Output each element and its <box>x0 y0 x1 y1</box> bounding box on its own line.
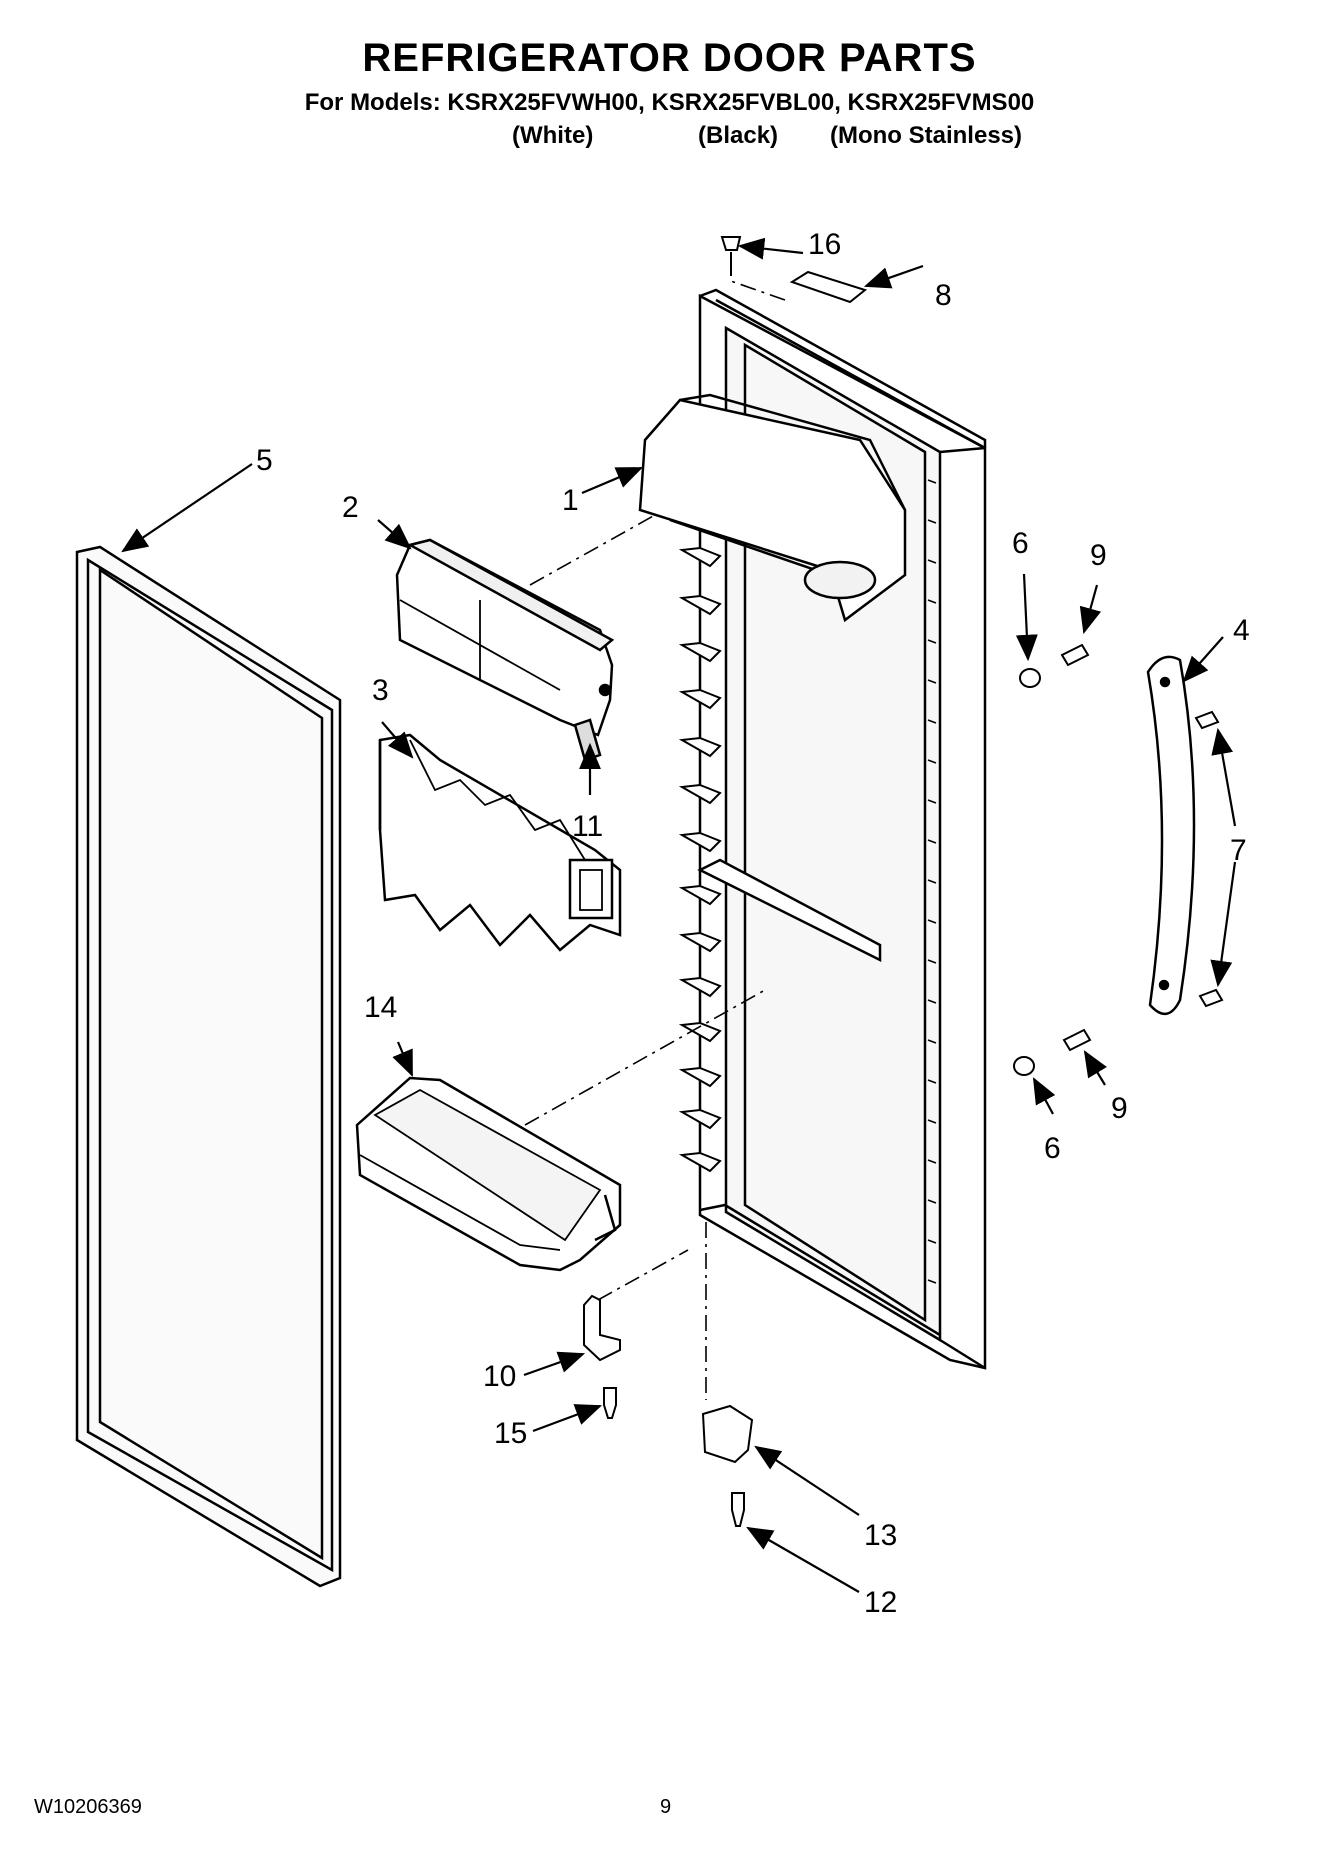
variant-black: (Black) <box>698 122 779 149</box>
hardware-parts <box>583 236 1224 1527</box>
callout-8: 8 <box>935 279 952 312</box>
callout-5: 5 <box>256 444 273 477</box>
callout-14: 14 <box>364 991 397 1024</box>
callout-1: 1 <box>562 484 579 517</box>
door-bin <box>355 1076 622 1272</box>
liner-rim-notches <box>927 479 937 1284</box>
trim-8 <box>789 270 868 304</box>
callout-9-bottom: 9 <box>1111 1092 1128 1125</box>
can-rack <box>378 733 622 952</box>
plug-16 <box>720 236 742 251</box>
callout-12: 12 <box>864 1586 897 1619</box>
liner-shelf-tabs <box>678 546 722 1173</box>
screw-9-bottom <box>1062 1028 1092 1052</box>
page-number: 9 <box>660 1796 672 1818</box>
callout-4: 4 <box>1233 614 1250 647</box>
callout-15: 15 <box>494 1417 527 1450</box>
screw-15 <box>603 1387 617 1419</box>
callout-2: 2 <box>342 491 359 524</box>
screw-9-top <box>1060 643 1090 667</box>
callout-6-top: 6 <box>1012 527 1029 560</box>
assembly-lines <box>524 279 786 1400</box>
callout-6-bottom: 6 <box>1044 1132 1061 1165</box>
variant-mono-stainless: (Mono Stainless) <box>830 122 1023 149</box>
dispenser-bin-cover <box>395 538 615 762</box>
callout-3: 3 <box>372 674 389 707</box>
door-gasket <box>75 545 342 1588</box>
spacer-6-top <box>1019 668 1041 688</box>
leader-arrows <box>121 237 1237 1593</box>
callout-11: 11 <box>572 810 603 843</box>
screw-7-top <box>1194 710 1220 730</box>
callout-13: 13 <box>864 1519 897 1552</box>
screw-7-bottom <box>1198 988 1224 1008</box>
document-number: W10206369 <box>34 1796 142 1818</box>
callout-labels: 5 2 3 11 1 4 6 9 7 6 9 16 8 10 15 13 12 … <box>256 228 1250 1619</box>
spacer-6-bottom <box>1013 1056 1035 1076</box>
hinge-13 <box>701 1404 754 1464</box>
screw-12 <box>731 1492 745 1527</box>
callout-10: 10 <box>483 1360 516 1393</box>
models-line: For Models: KSRX25FVWH00, KSRX25FVBL00, … <box>304 89 1035 116</box>
callout-16: 16 <box>808 228 841 261</box>
hinge-pin-10 <box>583 1294 621 1362</box>
variant-white: (White) <box>512 122 594 149</box>
callout-9-top: 9 <box>1090 539 1107 572</box>
door-handle <box>1146 655 1196 1015</box>
page-title: REFRIGERATOR DOOR PARTS <box>362 36 977 80</box>
door-liner <box>638 288 987 1370</box>
callout-7: 7 <box>1230 834 1247 867</box>
